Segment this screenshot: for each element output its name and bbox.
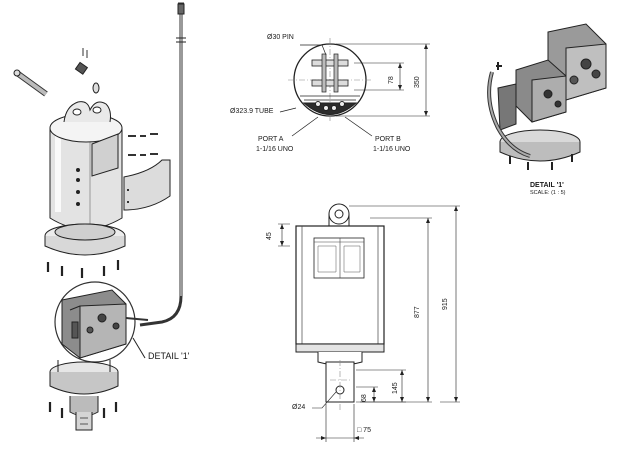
plan-section-view [279, 38, 430, 137]
square-drive-callout: □ 75 [357, 427, 371, 434]
detail-reference-label: DETAIL '1' [148, 351, 190, 361]
port-a-callout: PORT A [258, 136, 284, 143]
shaft-diameter-callout: Ø24 [292, 404, 306, 411]
port-a-thread: 1-1/16 UNO [256, 146, 294, 153]
dim-350: 350 [414, 76, 421, 88]
detail-render [487, 23, 607, 170]
dim-68: 68 [361, 394, 368, 402]
dim-78: 78 [388, 76, 395, 84]
tube-body [49, 101, 123, 230]
port-b-thread: 1-1/16 UNO [373, 146, 411, 153]
hydraulic-motor [61, 289, 127, 359]
pin-callout: Ø30 PIN [267, 34, 294, 41]
exploded-assembly-view [13, 2, 186, 431]
dim-45: 45 [266, 232, 273, 240]
tube-callout: Ø323.9 TUBE [230, 108, 274, 115]
pin-part [13, 69, 48, 97]
detail-title: DETAIL '1' [530, 182, 564, 189]
base-flange [44, 223, 126, 256]
gearbox [49, 360, 119, 431]
dim-877: 877 [414, 306, 421, 318]
elevation-view [278, 203, 460, 442]
dim-915: 915 [442, 298, 449, 310]
detail-scale: SCALE: (1 : 5) [530, 190, 566, 196]
dim-145: 145 [392, 382, 399, 394]
port-b-callout: PORT B [375, 136, 401, 143]
